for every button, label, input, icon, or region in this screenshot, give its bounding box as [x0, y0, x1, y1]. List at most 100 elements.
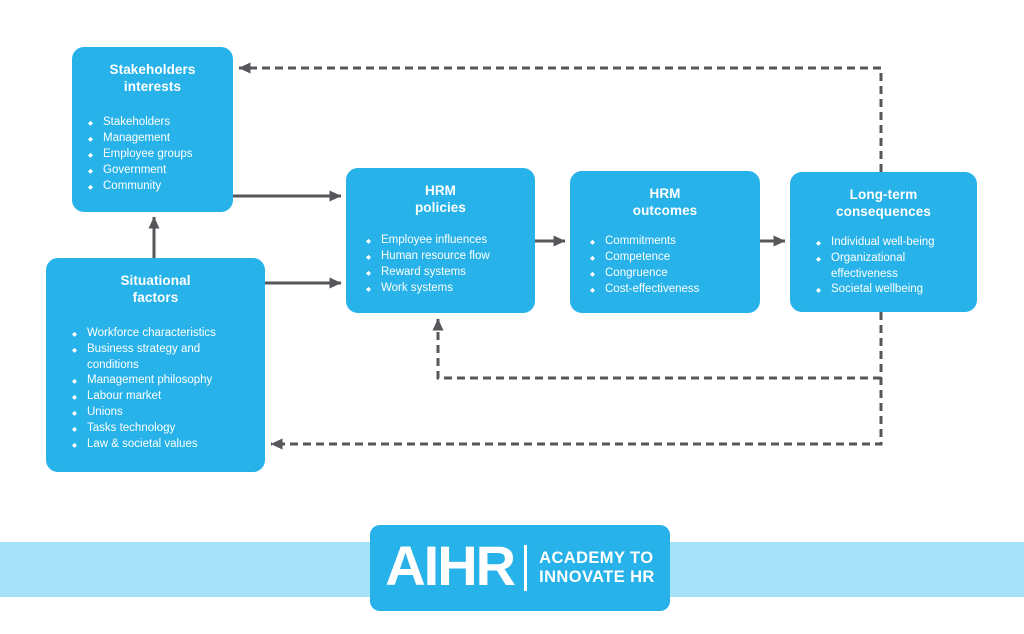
diamond-bullet-icon: ◆: [88, 118, 93, 127]
list-item-text: Cost-effectiveness: [605, 283, 700, 295]
diamond-bullet-icon: ◆: [88, 166, 93, 175]
list-item: ◆ Community: [88, 179, 225, 195]
list-item: ◆ Employee influences: [366, 233, 527, 249]
logo-tagline-line1: ACADEMY TO: [539, 548, 654, 567]
list-item-text: Labour market: [87, 390, 162, 402]
diamond-bullet-icon: ◆: [366, 268, 371, 277]
list-item: ◆ Competence: [590, 250, 752, 266]
bullet-list: ◆ Commitments ◆ Competence ◆ Congruence ◆ Co…: [570, 234, 760, 298]
list-item: ◆ Employee groups: [88, 147, 225, 163]
box-title-line2: interests: [123, 79, 182, 94]
list-item: ◆ Workforce characteristics: [72, 326, 257, 342]
list-item: ◆ Work systems: [366, 281, 527, 297]
list-item: ◆ Stakeholders: [88, 115, 225, 131]
box-title-line1: Long-term: [849, 187, 918, 202]
list-item: ◆ Congruence: [590, 266, 752, 282]
box-title-line2: policies: [414, 200, 467, 215]
box-title-line2: outcomes: [632, 203, 698, 218]
box-title-line1: HRM: [649, 186, 681, 201]
box-title: Long-term consequences: [790, 172, 977, 220]
bullet-list: ◆ Employee influences ◆ Human resource flo…: [346, 233, 535, 297]
long-term-consequences-box: Long-term consequences ◆ Individual well-…: [790, 172, 977, 312]
list-item: ◆ Cost-effectiveness: [590, 282, 752, 298]
feedback-arrow-longterm-to-stakeholders: [238, 62, 883, 172]
diamond-bullet-icon: ◆: [72, 376, 77, 385]
logo-tagline: ACADEMY TO INNOVATE HR: [539, 549, 655, 588]
diamond-bullet-icon: ◆: [72, 392, 77, 401]
diamond-bullet-icon: ◆: [72, 424, 77, 433]
list-item-text: Community: [103, 180, 162, 192]
hrm-policies-box: HRM policies ◆ Employee influences ◆ Human…: [346, 168, 535, 313]
situational-factors-box: Situational factors ◆ Workforce character…: [46, 258, 265, 472]
feedback-arrow-longterm-to-situational: [270, 312, 883, 450]
list-item-text: Employee influences: [381, 234, 488, 246]
diamond-bullet-icon: ◆: [590, 285, 595, 294]
list-item-text: Competence: [605, 251, 671, 263]
list-item: ◆ Government: [88, 163, 225, 179]
list-item-text: Workforce characteristics: [87, 327, 216, 339]
list-item: ◆ Tasks technology: [72, 421, 257, 437]
list-item-text: Organizational effectiveness: [831, 252, 906, 280]
list-item: ◆ Management: [88, 131, 225, 147]
aihr-wordmark: AIHR: [385, 534, 516, 597]
feedback-arrow-longterm-to-policies: [432, 318, 881, 380]
diamond-bullet-icon: ◆: [72, 440, 77, 449]
list-item: ◆ Individual well-being: [816, 235, 969, 251]
diamond-bullet-icon: ◆: [816, 238, 821, 247]
list-item-text: Human resource flow: [381, 250, 490, 262]
diamond-bullet-icon: ◆: [88, 150, 93, 159]
box-title: Situational factors: [46, 258, 265, 306]
aihr-logo: AIHR ACADEMY TO INNOVATE HR: [370, 525, 670, 611]
diamond-bullet-icon: ◆: [366, 236, 371, 245]
list-item-text: Government: [103, 164, 167, 176]
bullet-list: ◆ Workforce characteristics ◆ Business str…: [46, 326, 265, 453]
box-title-line1: Stakeholders: [109, 62, 196, 77]
list-item-text: Congruence: [605, 267, 668, 279]
box-title: Stakeholders interests: [72, 47, 233, 95]
list-item-text: Unions: [87, 406, 123, 418]
diamond-bullet-icon: ◆: [590, 237, 595, 246]
box-title-line2: consequences: [836, 204, 931, 219]
list-item: ◆Societal wellbeing: [816, 282, 969, 298]
list-item-text: Management: [103, 132, 171, 144]
logo-divider: [524, 545, 528, 591]
diamond-bullet-icon: ◆: [366, 252, 371, 261]
diamond-bullet-icon: ◆: [366, 284, 371, 293]
diamond-bullet-icon: ◆: [816, 254, 821, 263]
diamond-bullet-icon: ◆: [590, 253, 595, 262]
diamond-bullet-icon: ◆: [88, 182, 93, 191]
diamond-bullet-icon: ◆: [88, 134, 93, 143]
list-item: ◆ Law & societal values: [72, 437, 257, 453]
diamond-bullet-icon: ◆: [72, 408, 77, 417]
list-item: ◆ Reward systems: [366, 265, 527, 281]
box-title-line1: Situational: [120, 273, 191, 288]
list-item-text: Business strategy and conditions: [87, 343, 201, 371]
list-item-text: Individual well-being: [831, 236, 935, 248]
list-item: ◆ Human resource flow: [366, 249, 527, 265]
hrm-outcomes-box: HRM outcomes ◆ Commitments ◆ Competence ◆ C…: [570, 171, 760, 313]
list-item: ◆ Management philosophy: [72, 373, 257, 389]
diamond-bullet-icon: ◆: [72, 345, 77, 354]
list-item-text: Management philosophy: [87, 374, 213, 386]
list-item: ◆ Commitments: [590, 234, 752, 250]
box-title: HRM policies: [346, 168, 535, 216]
box-title-line2: factors: [132, 290, 179, 305]
list-item-text: Employee groups: [103, 148, 193, 160]
stakeholders-interests-box: Stakeholders interests ◆ Stakeholders ◆ Ma…: [72, 47, 233, 212]
list-item-text: Stakeholders: [103, 116, 171, 128]
logo-tagline-line2: INNOVATE HR: [539, 568, 655, 586]
box-title: HRM outcomes: [570, 171, 760, 219]
box-title-line1: HRM: [424, 183, 457, 198]
list-item: ◆ Unions: [72, 405, 257, 421]
list-item: ◆ Labour market: [72, 389, 257, 405]
list-item-text: Law & societal values: [87, 438, 198, 450]
diamond-bullet-icon: ◆: [590, 269, 595, 278]
list-item-text: Tasks technology: [87, 422, 176, 434]
diamond-bullet-icon: ◆: [72, 329, 77, 338]
list-item-text: Reward systems: [381, 266, 466, 278]
list-item-text: Work systems: [381, 282, 453, 294]
list-item: ◆ Business strategy and conditions: [72, 342, 257, 373]
list-item-text: Societal wellbeing: [831, 283, 924, 295]
list-item-text: Commitments: [605, 235, 676, 247]
